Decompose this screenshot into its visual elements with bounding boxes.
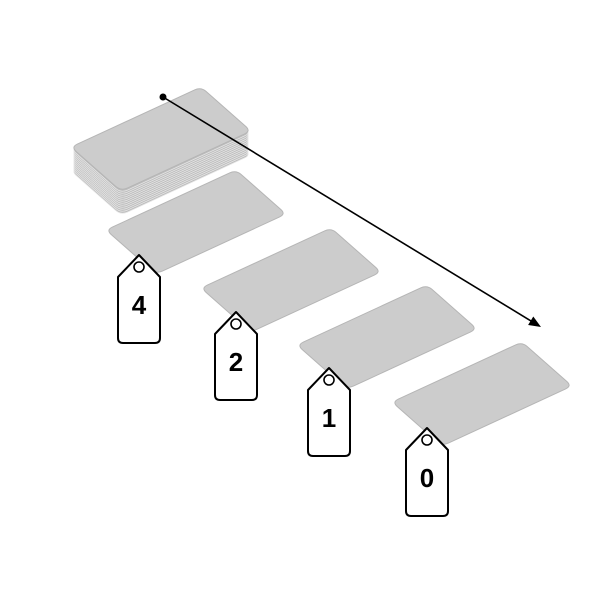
tag-label: 2 <box>229 347 243 377</box>
price-tag: 4 <box>117 254 161 344</box>
tag-hole-icon <box>323 374 335 386</box>
card-item: 1 <box>299 286 475 457</box>
deck-top-card <box>73 88 249 190</box>
card <box>203 229 379 331</box>
price-tag: 2 <box>214 311 258 401</box>
price-tag: 1 <box>307 367 351 457</box>
card <box>394 343 570 445</box>
card <box>108 171 284 273</box>
card-row: 4 2 1 0 <box>108 171 570 517</box>
arrow-head-icon <box>528 316 541 327</box>
tag-label: 1 <box>322 403 336 433</box>
tag-hole-icon <box>230 318 242 330</box>
direction-arrow <box>159 93 541 327</box>
tag-shape <box>405 427 449 517</box>
tag-hole-icon <box>421 434 433 446</box>
tag-hole-icon <box>133 261 145 273</box>
card-item: 2 <box>203 229 379 401</box>
tag-label: 0 <box>420 463 434 493</box>
card <box>299 286 475 388</box>
card-item: 4 <box>108 171 284 344</box>
tag-shape <box>307 367 351 457</box>
arrow-line <box>162 96 536 325</box>
card-item: 0 <box>394 343 570 517</box>
tag-shape <box>117 254 161 344</box>
price-tag: 0 <box>405 427 449 517</box>
tag-label: 4 <box>132 290 147 320</box>
tag-shape <box>214 311 258 401</box>
